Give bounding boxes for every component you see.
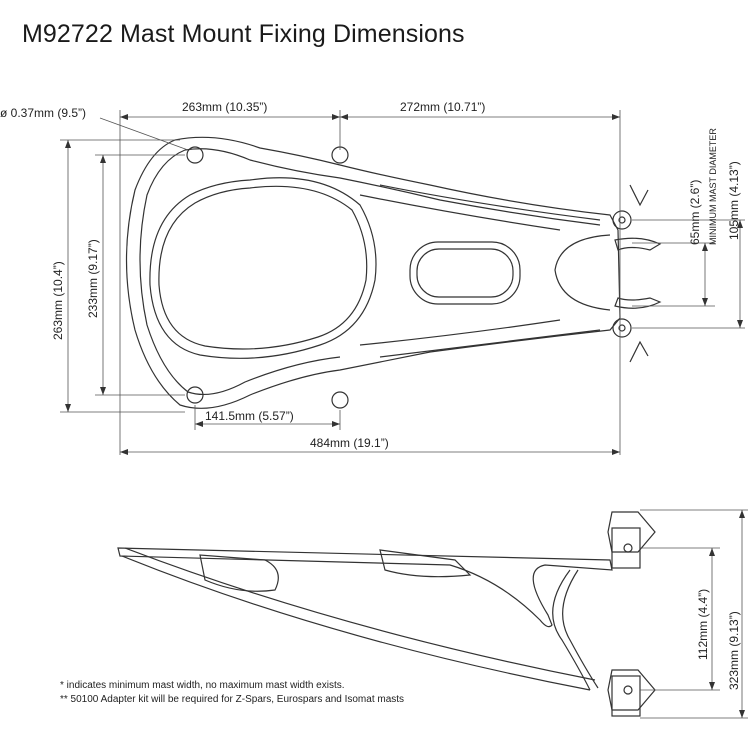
top-view-dimension-lines xyxy=(60,110,745,455)
top-view-arrowheads xyxy=(65,114,743,455)
width-left-label: 263mm (10.35”) xyxy=(182,100,267,114)
jaw-span-label: 105mm (4.13”) xyxy=(727,161,741,240)
width-right-label: 272mm (10.71”) xyxy=(400,100,485,114)
side-view-arrowheads xyxy=(709,510,745,718)
height-outer-label: 263mm (10.4”) xyxy=(51,261,65,340)
footnote-2: ** 50100 Adapter kit will be required fo… xyxy=(60,694,405,705)
footnote-1: * indicates minimum mast width, no maxim… xyxy=(60,680,345,691)
hole-diameter-label: ø 0.37mm (9.5”) xyxy=(0,106,86,120)
jaw-gap-label: 65mm (2.6”) xyxy=(688,180,702,245)
overall-length-label: 484mm (19.1”) xyxy=(310,436,389,450)
page-title: M92722 Mast Mount Fixing Dimensions xyxy=(22,20,465,48)
hole-spacing-label: 141.5mm (5.57”) xyxy=(205,409,294,423)
mast-diameter-label: MINIMUM MAST DIAMETER xyxy=(708,128,718,245)
top-view-mount-outline xyxy=(125,136,662,409)
side-jaw-height-label: 112mm (4.4”) xyxy=(696,589,710,660)
side-view-dimension-lines xyxy=(640,509,748,719)
side-overall-height-label: 323mm (9.13”) xyxy=(727,611,741,690)
height-inner-label: 233mm (9.17”) xyxy=(86,239,100,318)
